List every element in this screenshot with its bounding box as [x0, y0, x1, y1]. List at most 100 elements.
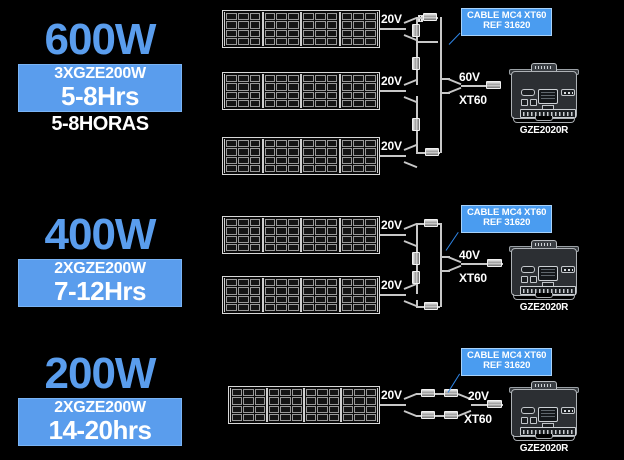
panel-cell	[365, 227, 376, 235]
panel-fold	[304, 388, 341, 422]
panel-cell	[306, 397, 317, 405]
panel-cell	[249, 303, 261, 311]
station-socket-a	[521, 417, 528, 424]
display-readout	[541, 269, 555, 278]
xt60-connector	[487, 259, 502, 267]
panel-cell	[303, 99, 314, 107]
panel-cell	[314, 37, 326, 45]
panel-cell	[306, 389, 317, 397]
panel-cell	[288, 243, 299, 251]
panel-cell	[237, 235, 249, 243]
panel-fold	[301, 139, 340, 173]
panel-fold	[262, 218, 301, 252]
panel-cell	[264, 140, 276, 148]
panel-cell	[226, 21, 237, 29]
panel-cell	[226, 13, 237, 21]
panel-cell	[276, 243, 288, 251]
panel-cell	[328, 413, 339, 421]
panel-cell	[237, 140, 249, 148]
badge-hours-400w: 7-12Hrs	[54, 275, 146, 306]
panel-fold	[301, 218, 340, 252]
station-port-right	[561, 89, 575, 96]
panel-cell	[365, 83, 376, 91]
panel-cell	[341, 219, 353, 227]
watt-title-400w: 400W	[44, 210, 157, 259]
panel-cell	[226, 37, 237, 45]
panel-cell	[237, 91, 249, 99]
panel-cell	[276, 295, 288, 303]
handle-grip	[535, 66, 553, 69]
panel-cell	[303, 91, 314, 99]
panel-cell	[341, 287, 353, 295]
panel-cell	[341, 243, 353, 251]
panel-cell	[276, 91, 288, 99]
station-socket-b	[530, 417, 537, 424]
station-display	[538, 266, 558, 281]
panel-cell	[264, 235, 276, 243]
panel-cell	[303, 156, 314, 164]
panel-cell	[226, 303, 237, 311]
panel-cell	[341, 279, 353, 287]
wire-series-link	[416, 300, 418, 306]
panel-cell	[314, 75, 326, 83]
panel-cell	[232, 405, 243, 413]
mc4-connector	[424, 219, 438, 227]
panel-cell	[264, 83, 276, 91]
panel-cell	[226, 148, 237, 156]
panel-cell	[288, 13, 299, 21]
wire-bus	[440, 17, 442, 153]
panel-cell	[226, 156, 237, 164]
panel-cell	[276, 148, 288, 156]
watt-title-200w: 200W	[44, 349, 157, 398]
voltage-label-combined: 60V	[459, 70, 480, 84]
panel-cell	[237, 148, 249, 156]
panel-cell	[291, 397, 302, 405]
port-contacts	[563, 409, 573, 412]
station-base-notch	[535, 116, 553, 121]
panel-cell	[365, 303, 376, 311]
panel-cell	[237, 303, 249, 311]
callout-cable-600w: CABLE MC4 XT60 REF 31620	[461, 8, 553, 36]
port-contacts	[563, 91, 573, 94]
mc4-connector	[412, 118, 420, 131]
panel-cell	[353, 13, 365, 21]
panel-cell	[264, 99, 276, 107]
xt60-connector	[487, 400, 502, 408]
panel-cell	[353, 156, 365, 164]
panel-cell	[365, 405, 376, 413]
panel-cell	[249, 91, 261, 99]
panel-cell	[249, 75, 261, 83]
panel-cell	[226, 83, 237, 91]
panel-cell	[264, 21, 276, 29]
panel-cell	[326, 287, 338, 295]
wire-bus	[440, 223, 442, 307]
callout-line-1: CABLE MC4 XT60	[467, 207, 547, 218]
panel-cell	[365, 91, 376, 99]
station-model-label: GZE2020R	[519, 302, 569, 313]
panel-cell	[303, 227, 314, 235]
solar-panel	[222, 216, 380, 254]
panel-cell	[328, 389, 339, 397]
station-port-right	[561, 266, 575, 273]
mc4-connector	[412, 252, 420, 265]
badge-model-400w: 2XGZE200W	[54, 260, 146, 277]
panel-cell	[343, 405, 354, 413]
panel-cell	[326, 148, 338, 156]
panel-cell	[343, 389, 354, 397]
panel-fold	[224, 12, 263, 46]
panel-cell	[353, 75, 365, 83]
wire-series-link	[416, 223, 418, 245]
panel-cell	[249, 156, 261, 164]
panel-cell	[276, 21, 288, 29]
panel-fold	[339, 218, 378, 252]
panel-cell	[288, 227, 299, 235]
panel-cell	[288, 235, 299, 243]
panel-cell	[326, 227, 338, 235]
panel-cell	[237, 164, 249, 172]
panel-cell	[249, 164, 261, 172]
spec-block-200w: 200W 2XGZE200W 14-20hrs	[0, 352, 200, 446]
station-port-right	[561, 407, 575, 414]
panel-cell	[243, 405, 254, 413]
panel-cell	[353, 295, 365, 303]
panel-cell	[353, 91, 365, 99]
